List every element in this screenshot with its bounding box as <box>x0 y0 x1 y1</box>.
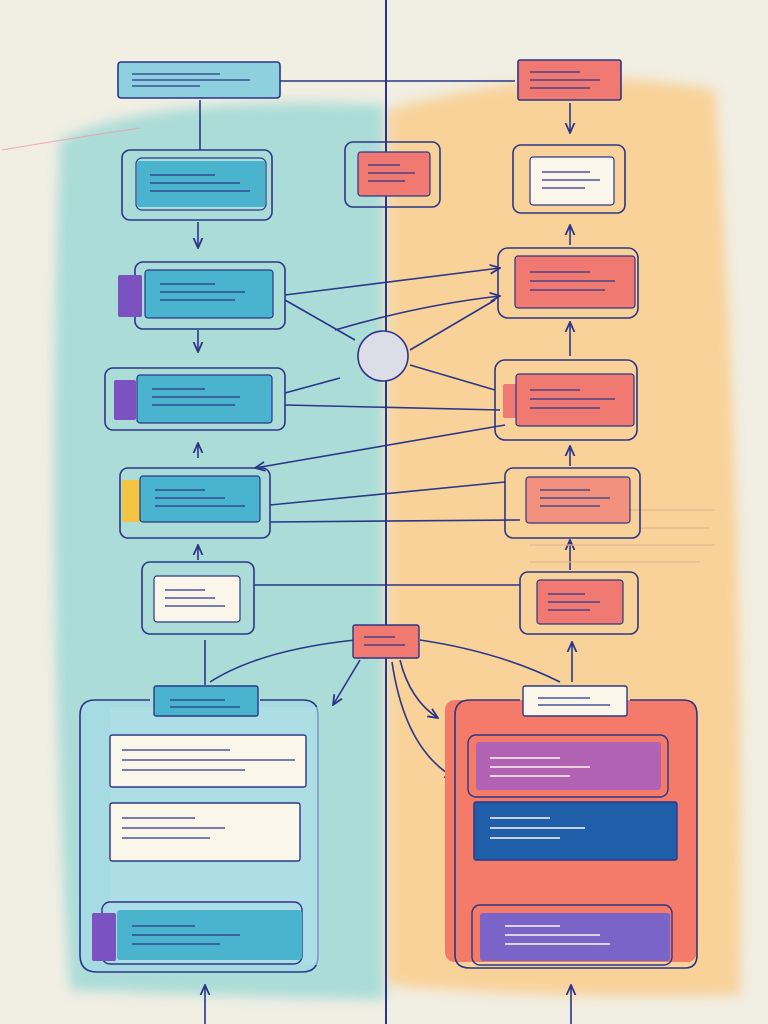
connector-card3-to-hub <box>284 377 341 394</box>
right-card-5[interactable] <box>519 571 639 635</box>
right-group-row-1[interactable] <box>467 734 669 798</box>
left-lane <box>79 61 320 973</box>
right-card-2[interactable] <box>497 247 639 319</box>
left-group-row-1[interactable] <box>109 734 307 788</box>
connector-card2-to-right2 <box>284 268 500 296</box>
left-group-header[interactable] <box>153 685 259 717</box>
right-group-row-3[interactable] <box>471 904 673 966</box>
connector-card4-to-right4b <box>269 519 521 523</box>
connector-card2-to-hub <box>284 299 356 341</box>
right-lane <box>445 59 698 969</box>
connector-hub-to-right3 <box>409 364 496 391</box>
left-card-2[interactable] <box>118 261 286 330</box>
sketch-strokes <box>530 509 715 563</box>
connector-tag-to-left-group <box>209 639 356 683</box>
right-group-row-2[interactable] <box>473 801 678 861</box>
right-card-4[interactable] <box>504 467 641 539</box>
right-group-header[interactable] <box>522 685 628 717</box>
left-group-row-3[interactable] <box>92 901 303 965</box>
left-card-4[interactable] <box>119 467 271 539</box>
right-group-container[interactable] <box>445 685 698 969</box>
left-group-row-2[interactable] <box>109 802 301 862</box>
connector-tag-to-right-arrow-1 <box>399 659 438 718</box>
connector-card4-to-right4 <box>269 481 506 506</box>
left-card-5[interactable] <box>141 561 255 635</box>
connector-tag-to-right-group <box>419 639 561 683</box>
left-card-3[interactable] <box>104 367 286 431</box>
connector-card3-to-right3 <box>284 404 501 411</box>
center-lower-tag[interactable] <box>352 624 420 659</box>
left-top-header[interactable] <box>117 61 281 99</box>
connectors <box>198 80 572 1024</box>
connector-hub-to-right2 <box>409 299 496 351</box>
right-card-1[interactable] <box>512 144 626 214</box>
left-card-1[interactable] <box>121 149 273 221</box>
left-group-container[interactable] <box>79 685 320 973</box>
connector-tag-to-right-arrow-2 <box>391 661 455 778</box>
connector-tag-to-left-arrow <box>333 659 361 705</box>
right-card-3[interactable] <box>494 359 638 441</box>
center-tag[interactable] <box>344 141 441 208</box>
connector-card2-to-right2b <box>334 296 500 331</box>
right-top-header[interactable] <box>517 59 622 101</box>
hub-circle[interactable] <box>357 330 409 382</box>
center-column <box>344 141 441 659</box>
connector-right3-to-card4 <box>255 424 506 468</box>
pink-scribble <box>1 127 141 151</box>
